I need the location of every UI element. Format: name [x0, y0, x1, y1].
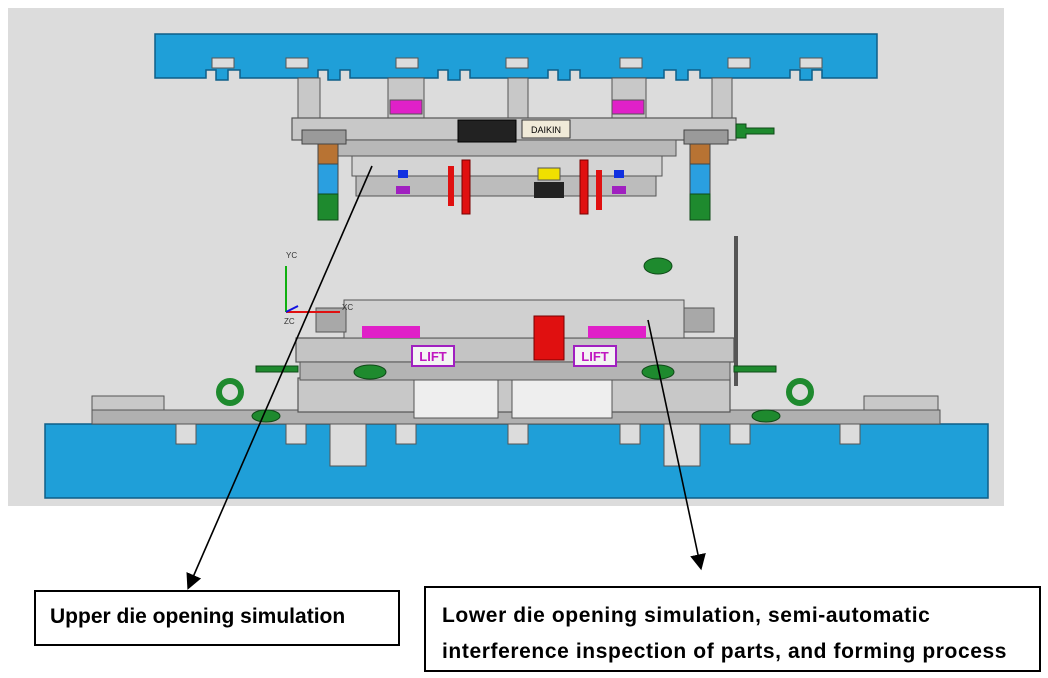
upper-magenta-block-left — [389, 99, 423, 115]
arrow-lower — [647, 319, 706, 571]
red-die-block — [533, 315, 565, 361]
red-punch-1 — [461, 159, 471, 215]
guide-pillar-right — [689, 143, 711, 221]
lower-die-plate — [295, 337, 735, 363]
lift-label-right: LIFT — [581, 349, 608, 364]
green-knob-left — [353, 364, 387, 380]
callout-upper-die: Upper die opening simulation — [34, 590, 400, 646]
upper-blue-plate — [154, 33, 878, 81]
lift-label-left: LIFT — [419, 349, 446, 364]
upper-magenta-block-right — [611, 99, 645, 115]
axis-y-label: YC — [286, 251, 297, 260]
axis-x-label: XC — [342, 303, 353, 312]
yellow-insert — [537, 167, 561, 181]
red-punch-2 — [579, 159, 589, 215]
callout-lower-text: Lower die opening simulation, semi-autom… — [442, 598, 1032, 670]
lift-badge-left — [411, 345, 455, 367]
guide-pillar-left — [317, 143, 339, 221]
callout-upper-text: Upper die opening simulation — [50, 605, 346, 628]
callout-lower-line1: Lower die opening simulation, semi-autom… — [442, 604, 931, 627]
lower-die: F LIFT LIFT — [44, 236, 989, 499]
lift-badge-right — [573, 345, 617, 367]
callout-lower-die: Lower die opening simulation, semi-autom… — [424, 586, 1041, 672]
axis-z-label: ZC — [284, 317, 295, 326]
eye-bolt-left — [216, 378, 244, 406]
daikin-nameplate — [521, 119, 571, 139]
arrow-upper — [186, 165, 373, 590]
upper-die: DAIKIN — [154, 33, 878, 221]
eye-bolt-right — [786, 378, 814, 406]
callout-lower-line2: interference inspection of parts, and fo… — [442, 640, 1008, 663]
daikin-label: DAIKIN — [531, 125, 561, 135]
green-knob-top — [643, 257, 673, 275]
green-handle-upper-right — [735, 123, 775, 139]
coordinate-triad: YC XC ZC — [284, 251, 353, 326]
